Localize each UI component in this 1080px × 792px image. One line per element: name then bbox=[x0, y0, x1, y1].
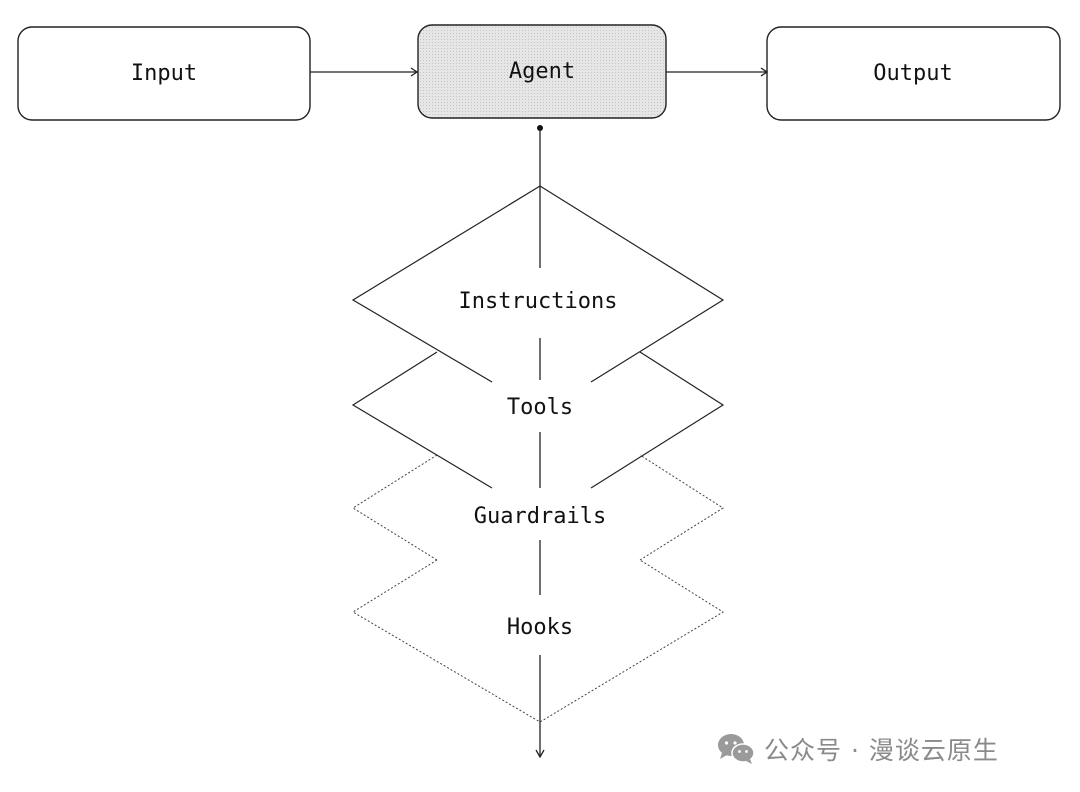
guardrails-layer: Guardrails bbox=[352, 454, 724, 595]
watermark: 公众号 · 漫谈云原生 bbox=[716, 729, 999, 769]
output-label: Output bbox=[873, 61, 952, 86]
wechat-icon bbox=[718, 734, 755, 764]
hooks-layer: Hooks bbox=[352, 559, 724, 759]
output-box bbox=[766, 26, 1061, 121]
down-arrow-head bbox=[535, 749, 545, 759]
hooks-label: Hooks bbox=[507, 615, 573, 640]
instructions-label: Instructions bbox=[459, 289, 618, 314]
hooks-layer-outline bbox=[352, 559, 724, 723]
guardrails-layer-outline bbox=[352, 454, 724, 561]
agent-node: Agent bbox=[417, 24, 667, 119]
agent-label: Agent bbox=[509, 59, 575, 84]
input-node: Input bbox=[17, 26, 311, 121]
instructions-layer-outline bbox=[351, 185, 725, 383]
agent-vertical-connector bbox=[537, 125, 543, 268]
instructions-layer: Instructions bbox=[351, 185, 725, 383]
input-box bbox=[17, 26, 311, 121]
input-to-agent-arrow bbox=[310, 67, 419, 77]
tools-label: Tools bbox=[507, 395, 573, 420]
watermark-text: 公众号 · 漫谈云原生 bbox=[764, 736, 999, 765]
agent-to-output-arrow bbox=[666, 67, 769, 77]
tools-layer-outline bbox=[351, 351, 725, 489]
output-node: Output bbox=[766, 26, 1061, 121]
guardrails-label: Guardrails bbox=[474, 504, 606, 529]
tools-layer: Tools bbox=[351, 351, 725, 489]
input-label: Input bbox=[131, 61, 197, 86]
